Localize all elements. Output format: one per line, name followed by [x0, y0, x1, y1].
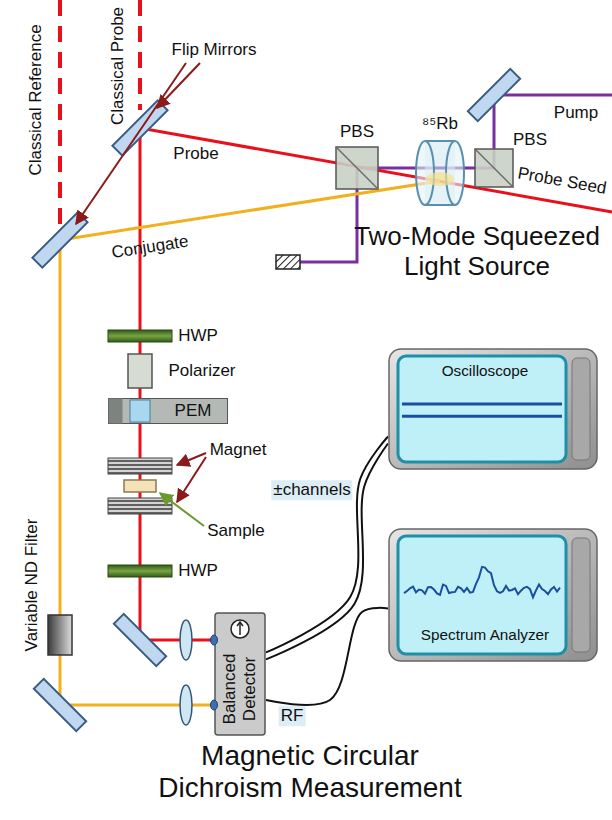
mirror — [34, 679, 86, 731]
section-title: Magnetic Circular Dichroism Measurement — [140, 740, 480, 804]
cell-edge — [425, 204, 455, 206]
node-label: ⁸⁵Rb — [422, 114, 458, 134]
node-label: Oscilloscope — [402, 362, 568, 380]
cable-wire — [266, 608, 388, 705]
part-label: Classical Probe — [108, 7, 128, 125]
oscilloscope: Oscilloscope — [388, 348, 598, 470]
cable-wire — [266, 444, 388, 660]
current-arrow — [237, 622, 243, 626]
beam-dump — [276, 255, 300, 269]
detector-body — [215, 613, 265, 735]
magnet — [108, 498, 172, 514]
part-label: Polarizer — [168, 361, 235, 381]
sample — [124, 480, 156, 492]
cell-window — [446, 141, 464, 205]
beam-splitter-cube-outline — [474, 148, 514, 188]
signal-cable — [266, 437, 388, 660]
instrument-case — [389, 529, 597, 661]
callout-arrow — [157, 63, 200, 108]
cable-wire — [266, 437, 388, 653]
beam-splitter-cube: PBS — [335, 146, 379, 190]
node-label: PBS — [340, 122, 374, 142]
scope-trace — [402, 415, 562, 418]
pump-mirror — [468, 69, 520, 121]
photodiode — [211, 700, 218, 710]
callout-arrow — [177, 457, 206, 502]
balanced-detector: Balanced Detector — [214, 612, 266, 736]
node-label: PBS — [513, 130, 547, 150]
mirror — [114, 614, 166, 666]
control-panel — [572, 538, 590, 652]
part-label: Variable ND Filter — [22, 519, 42, 652]
polarizer — [128, 354, 152, 388]
part-label: Magnet — [210, 440, 267, 460]
node-label: Spectrum Analyzer — [402, 626, 568, 644]
nd-filter — [48, 615, 72, 655]
part-label: HWP — [178, 561, 218, 581]
cable-label: RF — [279, 706, 306, 726]
node-label: PEM — [175, 398, 212, 424]
part-label: Sample — [207, 521, 265, 541]
cable-label: ±channels — [271, 480, 352, 500]
cell-window — [416, 141, 434, 205]
section-panel: Magnetic Circular Dichroism Measurement P… — [12, 318, 608, 814]
beam-splitter-cube-outline — [335, 146, 379, 190]
part-label: Classical Reference — [26, 24, 46, 175]
instrument-case — [389, 349, 597, 469]
part-label: Probe — [173, 144, 218, 164]
pem-end — [109, 399, 123, 424]
spectrum-trace — [404, 567, 560, 597]
beam-splitter-cube: PBS — [474, 148, 514, 188]
part-label: Conjugate — [110, 232, 190, 263]
node-label: Balanced Detector — [220, 646, 259, 732]
callout-arrow — [76, 63, 186, 224]
lens — [180, 620, 192, 660]
vapor-cell-outline — [415, 140, 465, 206]
magnet — [108, 458, 172, 474]
classical-reference-beam — [58, 0, 62, 224]
scope-trace — [402, 403, 562, 406]
current-arrow — [239, 623, 241, 635]
photodiode — [211, 635, 218, 645]
signal-cable — [266, 608, 388, 705]
section-title: Two-Mode Squeezed Light Source — [346, 222, 608, 282]
control-panel — [572, 358, 590, 460]
photoelastic-modulator: PEM — [108, 398, 228, 424]
spectrum-analyzer: Spectrum Analyzer — [388, 528, 598, 662]
cell-glow — [426, 172, 454, 186]
pem-window — [130, 400, 150, 422]
vapor-cell: ⁸⁵Rb — [415, 140, 465, 206]
classical-probe-beam — [138, 0, 142, 110]
part-label: Flip Mirrors — [172, 40, 257, 60]
cell-edge — [425, 140, 455, 142]
callout-arrow — [160, 493, 204, 526]
section-panel: Two-Mode Squeezed Light SourcePBS⁸⁵RbPBS — [8, 0, 606, 290]
cube-face — [475, 149, 513, 187]
half-wave-plate — [108, 565, 172, 577]
cube-diagonal — [336, 147, 378, 189]
lens — [180, 685, 192, 725]
pem-body — [109, 399, 228, 424]
current-symbol — [231, 620, 249, 638]
panel-background — [13, 319, 607, 813]
part-label: HWP — [178, 326, 218, 346]
part-label: Pump — [554, 103, 598, 123]
part-label: Probe Seed — [516, 164, 608, 199]
cube-face — [336, 147, 378, 189]
cube-diagonal — [475, 149, 513, 187]
half-wave-plate — [108, 330, 172, 342]
